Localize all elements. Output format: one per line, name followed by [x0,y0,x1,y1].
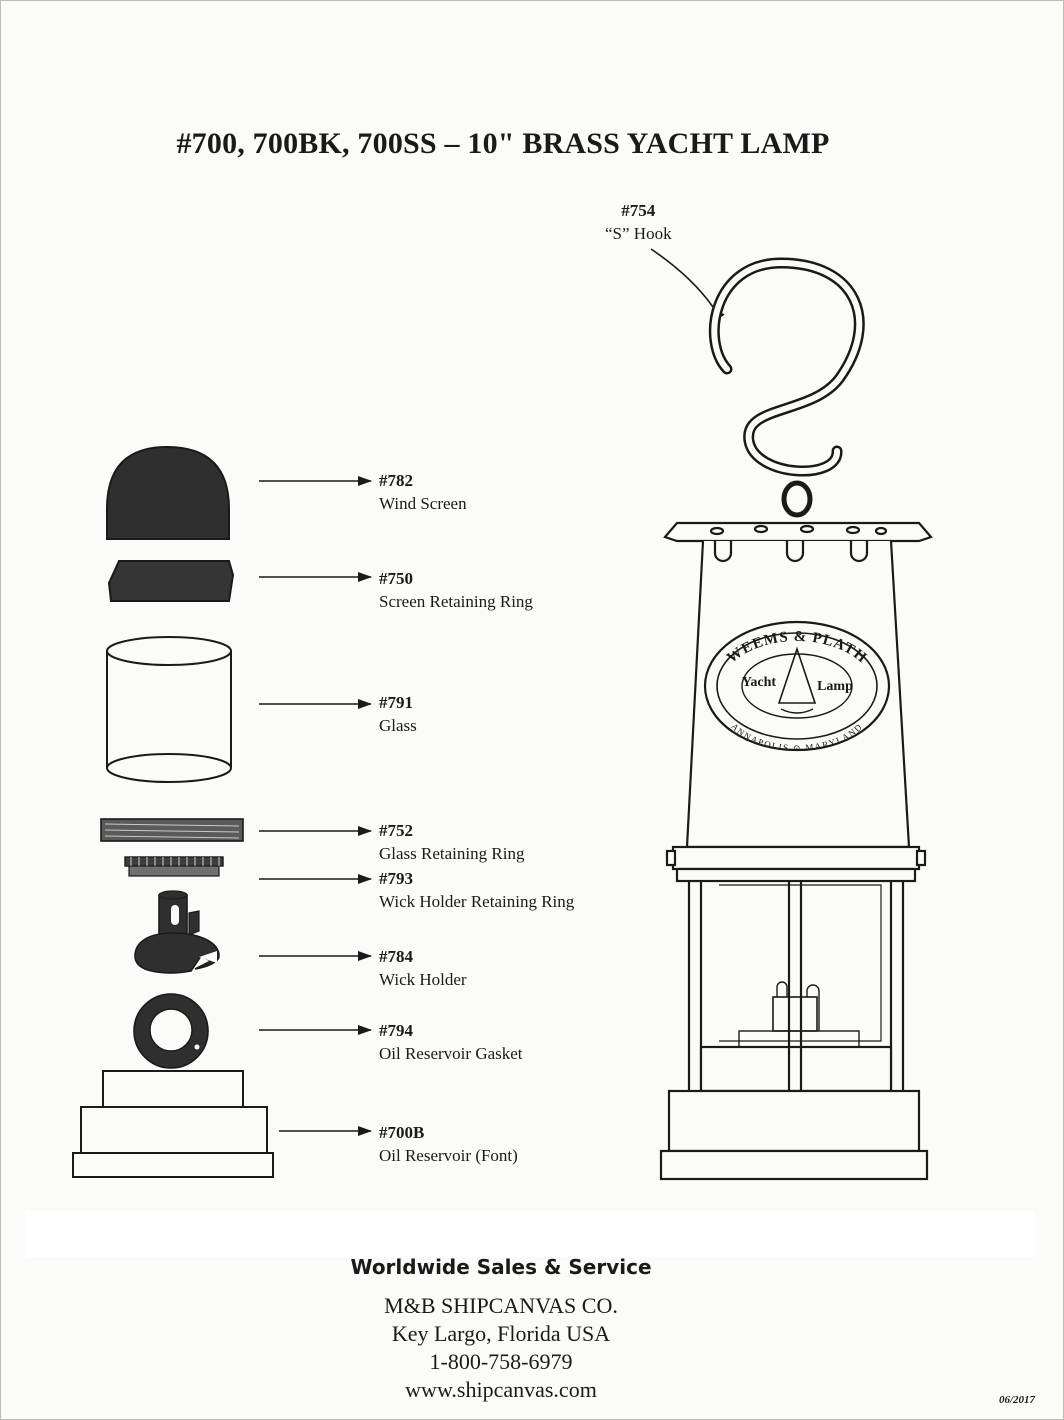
part-name: Screen Retaining Ring [379,592,533,611]
part-number: #754 [621,201,656,220]
part-label-wind-screen: #782 Wind Screen [379,469,467,515]
s-hook [708,257,865,477]
part-number: #793 [379,869,413,888]
phone-number: 1-800-758-6979 [429,1349,573,1374]
arrow-s-hook [650,248,725,321]
glass-part [106,636,232,783]
wick-holder-part [134,890,220,974]
part-number: #791 [379,693,413,712]
part-number: #750 [379,569,413,588]
revision-date: 06/2017 [998,1394,1035,1406]
page-title: #700, 700BK, 700SS – 10" BRASS YACHT LAM… [176,127,830,160]
part-number: #782 [379,471,413,490]
part-name: Wick Holder [379,970,467,989]
diagram-canvas: WEEMS & PLATH WEEMS & PLATH ANNAPOLIS ⊙ … [72,248,933,1181]
part-number: #784 [379,947,413,966]
assembled-lamp [659,257,933,1181]
part-label-oil-reservoir-gasket: #794 Oil Reservoir Gasket [379,1019,523,1065]
part-label-oil-reservoir: #700B Oil Reservoir (Font) [379,1121,518,1167]
wind-screen-part [106,445,230,540]
part-number: #700B [379,1123,425,1142]
part-name: Oil Reservoir Gasket [379,1044,523,1063]
part-label-glass-retaining-ring: #752 Glass Retaining Ring [379,819,524,865]
part-label-wick-holder: #784 Wick Holder [379,945,467,991]
part-label-screen-retaining-ring: #750 Screen Retaining Ring [379,567,533,613]
part-label-glass: #791 Glass [379,691,417,737]
part-name: Glass Retaining Ring [379,844,525,863]
screen-retaining-ring-part [107,560,235,602]
glass-retaining-ring-part [100,818,244,842]
part-name: Wick Holder Retaining Ring [379,892,575,911]
badge-left-word: Yacht [742,675,777,690]
part-label-wick-holder-retaining-ring: #793 Wick Holder Retaining Ring [379,867,574,913]
part-name: Glass [379,716,417,735]
part-name: “S” Hook [605,224,672,243]
part-label-s-hook: #754 “S” Hook [605,199,672,245]
website-link[interactable]: www.shipcanvas.com [405,1377,597,1402]
part-name: Wind Screen [379,494,467,513]
part-number: #794 [379,1021,413,1040]
badge-right-word: Lamp [817,679,853,694]
footer-band [25,1211,1035,1257]
oil-reservoir-part [72,1070,274,1178]
wick-holder-retaining-ring-part [124,856,224,877]
part-number: #752 [379,821,413,840]
company-name: M&B SHIPCANVAS CO. [384,1293,618,1318]
part-name: Oil Reservoir (Font) [379,1146,518,1165]
leader-arrows [259,248,725,1136]
sales-heading: Worldwide Sales & Service [350,1255,652,1279]
company-location: Key Largo, Florida USA [391,1321,611,1346]
oil-reservoir-gasket-part [133,993,209,1069]
